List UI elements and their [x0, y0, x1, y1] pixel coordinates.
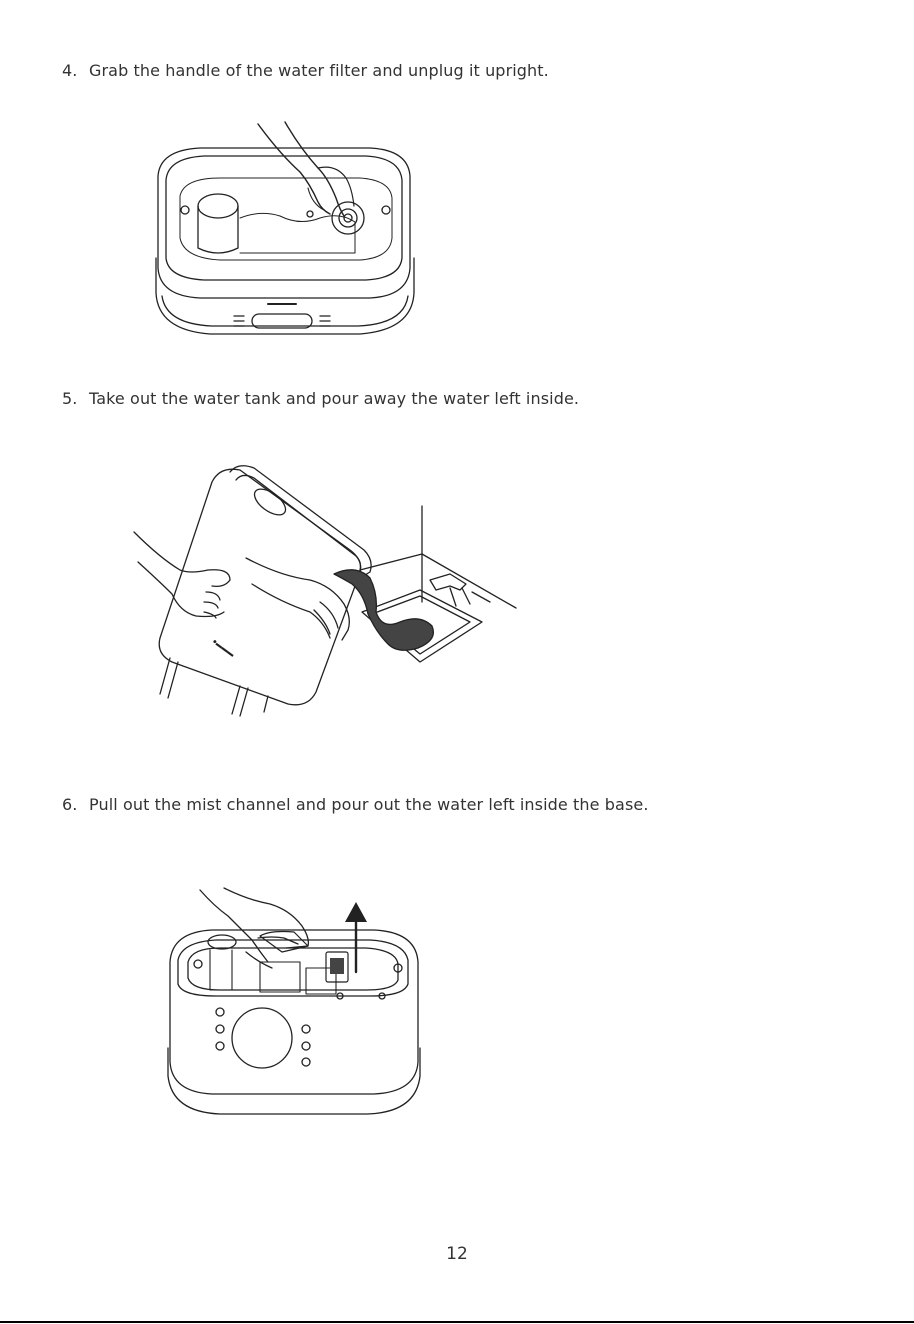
bottom-rule [0, 1321, 914, 1323]
water-filter-removal-illustration [140, 118, 430, 344]
step-number: 5. [62, 389, 89, 409]
step-text: Grab the handle of the water filter and … [89, 61, 549, 80]
step-number: 6. [62, 795, 89, 815]
page-number: 12 [0, 1244, 914, 1264]
step-number: 4. [62, 61, 89, 81]
svg-text:●▬▬▬: ●▬▬▬ [211, 638, 236, 658]
step-text: Pull out the mist channel and pour out t… [89, 795, 649, 814]
step-4-instruction: 4.Grab the handle of the water filter an… [62, 61, 549, 81]
step-text: Take out the water tank and pour away th… [89, 389, 579, 408]
step-6-instruction: 6.Pull out the mist channel and pour out… [62, 795, 649, 815]
water-tank-pouring-illustration: ●▬▬▬ [120, 462, 520, 718]
mist-channel-removal-illustration [160, 886, 430, 1118]
step-5-instruction: 5.Take out the water tank and pour away … [62, 389, 579, 409]
